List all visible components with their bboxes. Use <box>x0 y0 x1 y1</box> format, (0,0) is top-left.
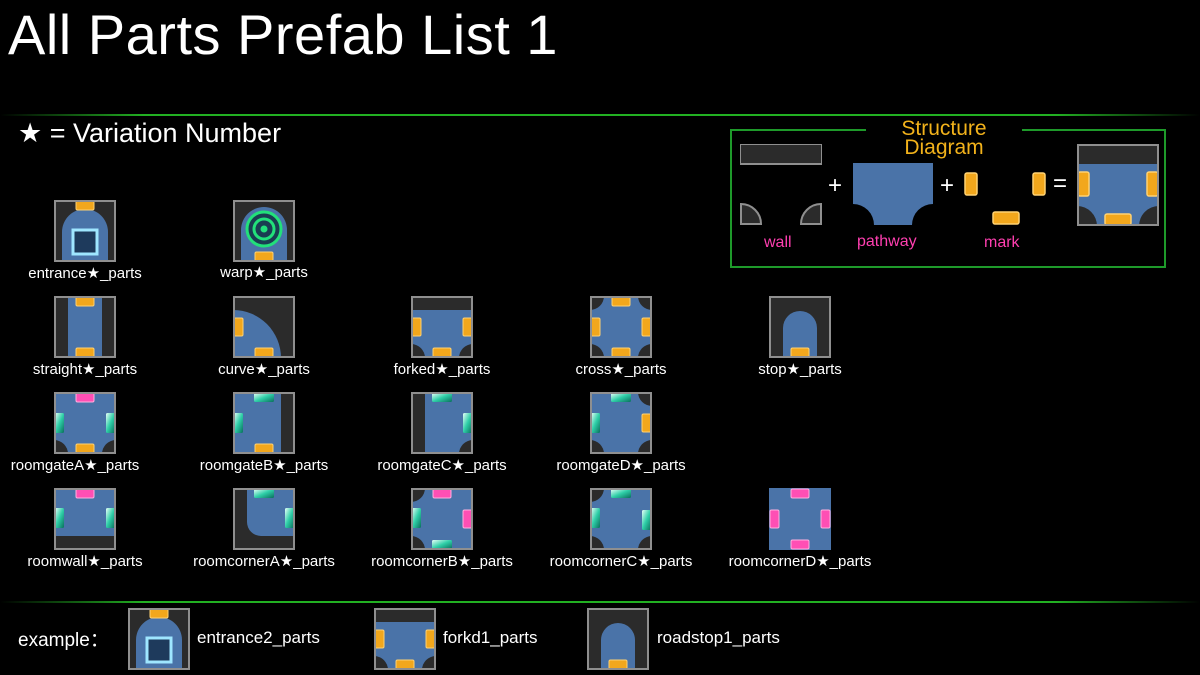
roomgateb-parts-tile <box>233 392 295 454</box>
roomcornerb-parts-tile <box>411 488 473 550</box>
entrance-parts-tile <box>54 200 116 262</box>
bottom-divider <box>0 601 1200 603</box>
roomcornerb-parts-label: roomcornerB★_parts <box>371 553 513 570</box>
roomwall-parts-tile <box>54 488 116 550</box>
entrance-parts-label: entrance★_parts <box>28 265 142 282</box>
mark-label: mark <box>984 234 1020 251</box>
forked-parts-tile <box>411 296 473 358</box>
example-roadstop1-tile <box>587 608 649 670</box>
example-forkd1-label: forkd1_parts <box>443 628 538 647</box>
cross-parts-label: cross★_parts <box>575 361 667 378</box>
forked-parts-label: forked★_parts <box>393 361 491 378</box>
roomgateb-parts-label: roomgateB★_parts <box>199 457 329 474</box>
roomcornerc-parts-label: roomcornerC★_parts <box>549 553 693 570</box>
roomcornerc-parts-tile <box>590 488 652 550</box>
example-entrance2-tile <box>128 608 190 670</box>
example-roadstop1-label: roadstop1_parts <box>657 628 780 647</box>
stop-parts-label: stop★_parts <box>758 361 842 378</box>
wall-label: wall <box>764 234 792 251</box>
variation-legend: ★ = Variation Number <box>18 118 282 148</box>
roomgatec-parts-label: roomgateC★_parts <box>377 457 507 474</box>
straight-parts-tile <box>54 296 116 358</box>
cross-parts-tile <box>590 296 652 358</box>
curve-parts-tile <box>233 296 295 358</box>
roomcornerd-parts-label: roomcornerD★_parts <box>728 553 872 570</box>
structure-diagram-title-line2: Diagram <box>904 136 984 159</box>
top-divider <box>0 114 1200 116</box>
structure-diagram-title: Structure Diagram <box>866 117 1022 159</box>
roomgatea-parts-tile <box>54 392 116 454</box>
plus-sign-1: + <box>828 172 843 199</box>
roomcornera-parts-label: roomcornerA★_parts <box>193 553 335 570</box>
roomgatea-parts-label: roomgateA★_parts <box>10 457 140 474</box>
diagram-mark-pieces <box>964 172 1046 225</box>
roomcornera-parts-tile <box>233 488 295 550</box>
roomwall-parts-label: roomwall★_parts <box>27 553 143 570</box>
warp-parts-label: warp★_parts <box>220 264 308 281</box>
page-title: All Parts Prefab List 1 <box>8 3 558 66</box>
roomcornerd-parts-tile <box>769 488 831 550</box>
roomgated-parts-label: roomgateD★_parts <box>556 457 686 474</box>
example-forkd1-tile <box>374 608 436 670</box>
pathway-label: pathway <box>857 233 917 250</box>
curve-parts-label: curve★_parts <box>218 361 310 378</box>
plus-sign-2: + <box>940 172 955 199</box>
roomgatec-parts-tile <box>411 392 473 454</box>
example-entrance2-label: entrance2_parts <box>197 628 320 647</box>
diagram-pathway-piece <box>853 163 933 225</box>
diagram-result-piece <box>1077 144 1159 226</box>
straight-parts-label: straight★_parts <box>32 361 138 378</box>
structure-diagram-title-line1: Structure <box>901 117 987 140</box>
roomgated-parts-tile <box>590 392 652 454</box>
warp-parts-tile <box>233 200 295 262</box>
equals-sign: = <box>1053 170 1068 197</box>
stop-parts-tile <box>769 296 831 358</box>
diagram-wall-piece <box>740 144 822 225</box>
example-label: example： <box>18 630 109 651</box>
